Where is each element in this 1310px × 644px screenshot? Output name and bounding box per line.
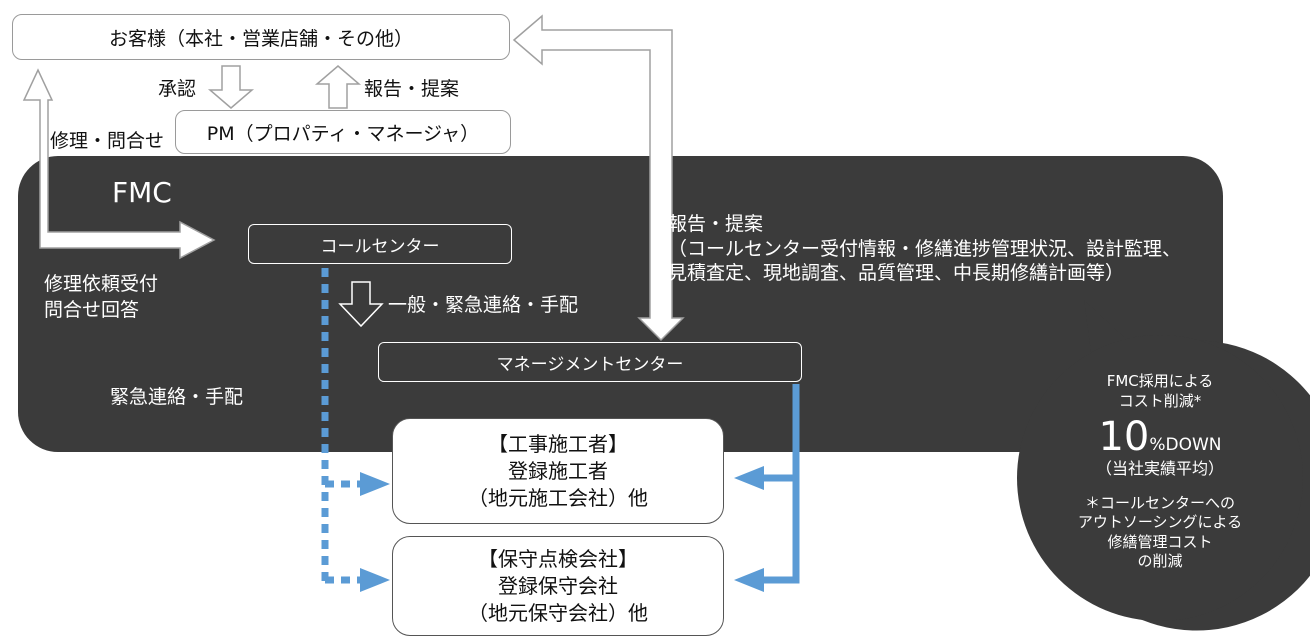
bubble-note-line-2: アウトソーシングによる [1077,513,1243,532]
approval-down-arrow [207,65,255,109]
report-detail-line-1: （コールセンター受付情報・修繕進捗管理状況、設計監理、 [668,237,1182,260]
repair-request-text: 修理依頼受付 問合せ回答 [44,272,158,323]
report-proposal-label-top: 報告・提案 [364,78,460,100]
solid-maintenance-arrowhead [734,568,764,592]
fmc-title: FMC [112,176,172,209]
bubble-big-number: 10 [1098,414,1150,460]
report-detail-text: 報告・提案 （コールセンター受付情報・修繕進捗管理状況、設計監理、 見積査定、現… [668,212,1181,286]
bubble-note: ＊コールセンターへの アウトソーシングによる 修繕管理コスト の削減 [1040,494,1280,572]
emergency-label: 緊急連絡・手配 [110,386,244,408]
call-center-label: コールセンター [320,236,440,257]
management-center-label: マネージメントセンター [496,354,684,375]
maintenance-box: 【保守点検会社】 登録保守会社 （地元保守会社）他 [392,536,724,636]
approval-label: 承認 [158,78,197,100]
contractor-registered: 登録施工者 [508,458,608,483]
maintenance-title: 【保守点検会社】 [478,546,638,571]
contractor-box: 【工事施工者】 登録施工者 （地元施工会社）他 [392,418,724,524]
repair-inquiry-label: 修理・問合せ [50,130,165,152]
bubble-reduction: 10%DOWN [1040,415,1280,459]
report-detail-heading: 報告・提案 [668,213,764,235]
report-proposal-arrow [512,14,685,342]
pm-label: PM（プロパティ・マネージャ） [206,122,480,145]
bubble-line-4: （当社実績平均） [1095,459,1224,478]
bubble-big-suffix: %DOWN [1149,435,1222,455]
fmc-panel [18,156,1223,452]
bubble-note-line-1: ＊コールセンターへの [1084,493,1235,512]
bubble-note-line-4: の削減 [1137,552,1183,571]
contractor-title: 【工事施工者】 [488,431,628,456]
customer-box: お客様（本社・営業店舗・その他） [12,14,510,60]
dotted-contractor-arrowhead [360,472,390,496]
maintenance-local: （地元保守会社）他 [468,600,648,625]
management-solid-line [764,384,800,584]
bubble-line-2: コスト削減* [1118,391,1202,410]
cost-bubble-text: FMC採用による コスト削減* 10%DOWN （当社実績平均） ＊コールセンタ… [1040,372,1280,572]
customer-label: お客様（本社・営業店舗・その他） [108,27,413,50]
maintenance-registered: 登録保守会社 [498,573,618,598]
report-detail-line-2: 見積査定、現地調査、品質管理、中長期修繕計画等） [668,262,1125,285]
inquiry-answer-line: 問合せ回答 [44,298,140,321]
dotted-maintenance-arrowhead [360,568,390,592]
bubble-note-line-3: 修繕管理コスト [1107,532,1213,551]
general-emergency-arrow [338,281,384,328]
bubble-line-1: FMC採用による [1106,372,1214,390]
report-up-arrow [314,65,362,109]
management-center-box: マネージメントセンター [378,342,802,382]
call-center-box: コールセンター [248,224,512,264]
general-emergency-label: 一般・緊急連絡・手配 [388,294,579,316]
solid-contractor-arrowhead [734,466,764,490]
repair-request-line: 修理依頼受付 [44,273,159,295]
contractor-local: （地元施工会社）他 [468,485,648,510]
repair-inquiry-arrow [22,68,216,260]
pm-box: PM（プロパティ・マネージャ） [175,110,511,154]
